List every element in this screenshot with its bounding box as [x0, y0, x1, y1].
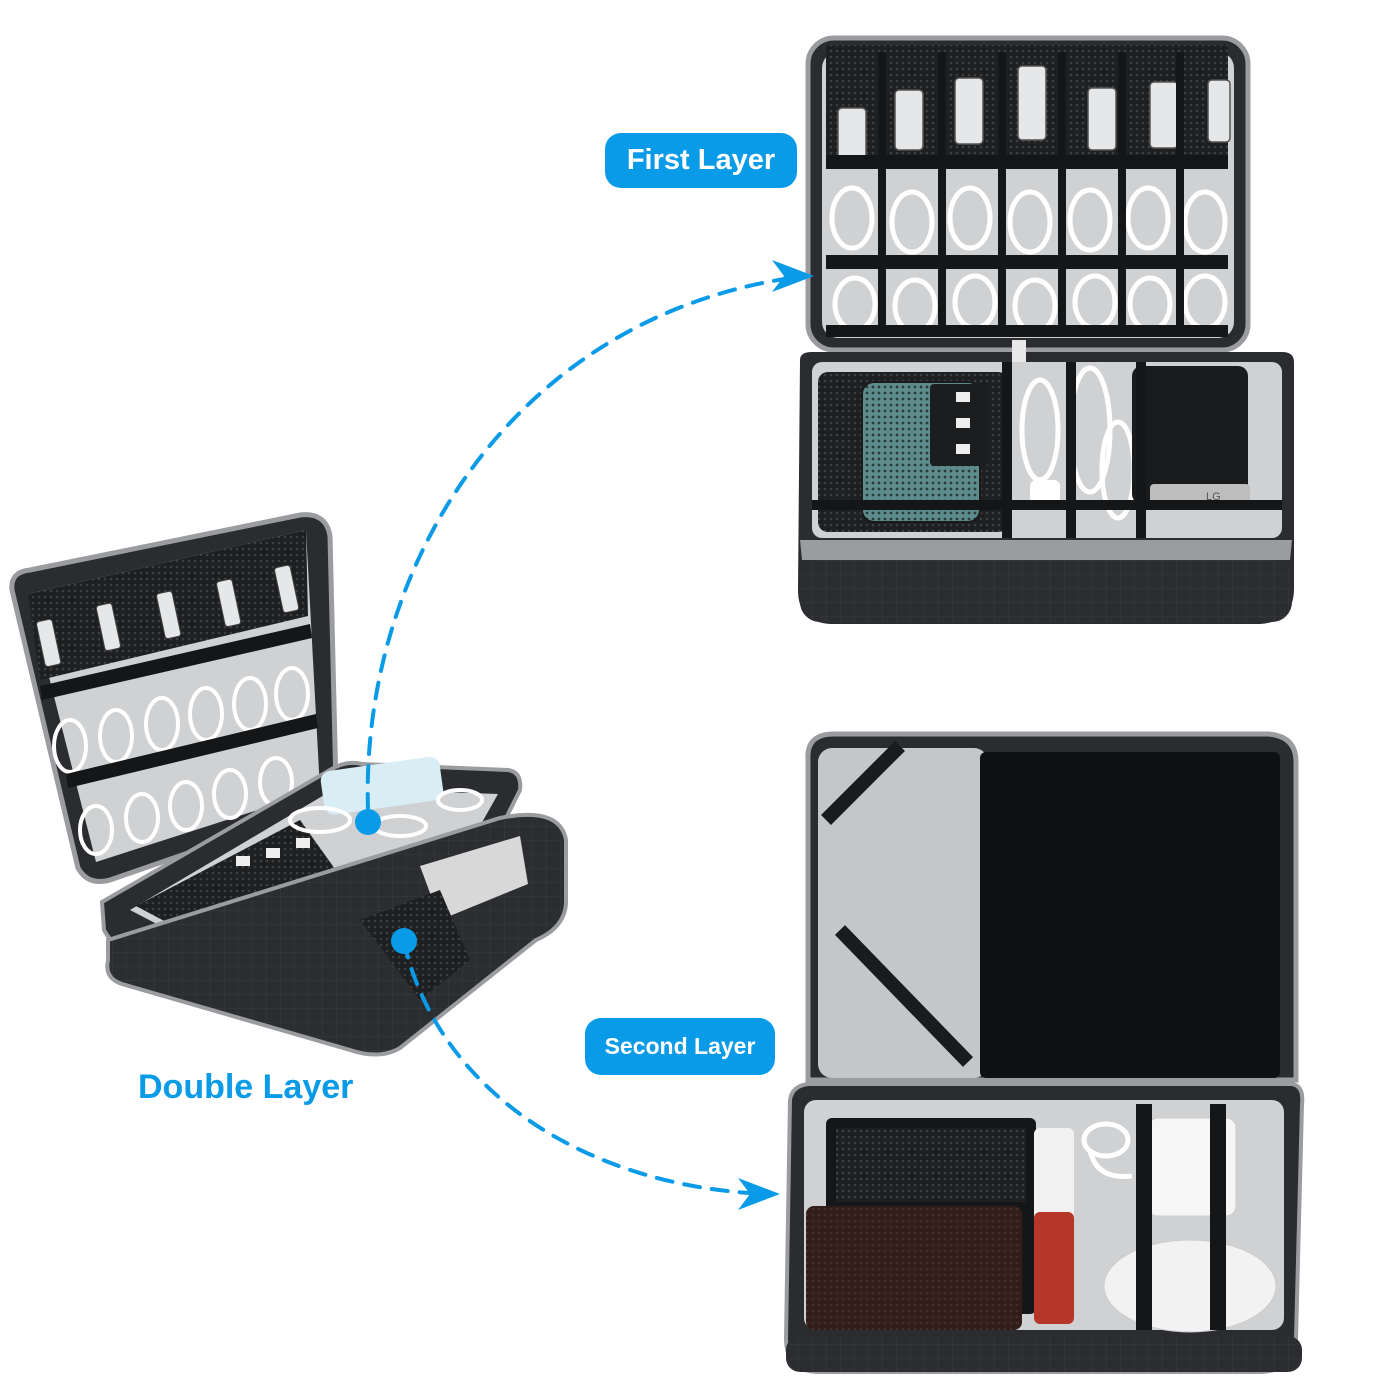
- usb-drive-row: [837, 65, 1231, 163]
- tablet: [818, 748, 988, 1078]
- double-layer-case: [9, 512, 568, 1057]
- second-layer-marker: [391, 928, 417, 954]
- elastic-straps: [826, 52, 1228, 337]
- double-layer-caption: Double Layer: [138, 1068, 354, 1106]
- neoprene-sleeve-pocket: [980, 752, 1280, 1078]
- smartphone: [1132, 366, 1248, 504]
- wireless-mouse: [1103, 1239, 1277, 1333]
- first-layer-label: First Layer: [605, 133, 797, 188]
- connector-arrows: [365, 274, 808, 1196]
- second-layer-case: [783, 731, 1305, 1374]
- coiled-cables-lid: [829, 185, 1228, 335]
- power-bank: [1034, 1128, 1074, 1230]
- second-layer-label: Second Layer: [585, 1018, 775, 1075]
- arrowheads: [738, 260, 814, 1210]
- first-layer-marker: [355, 809, 381, 835]
- first-layer-case: LG: [798, 35, 1294, 624]
